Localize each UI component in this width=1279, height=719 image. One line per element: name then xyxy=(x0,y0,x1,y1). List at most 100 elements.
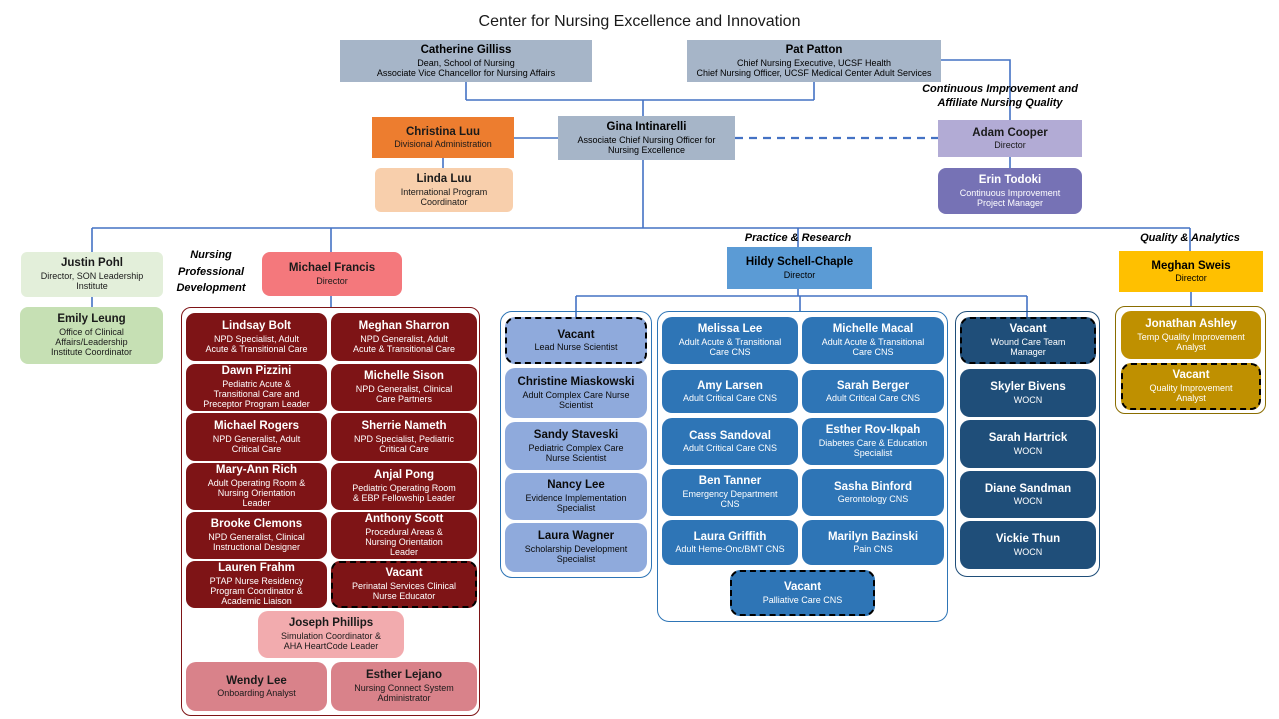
person-role: Adult Critical Care CNS xyxy=(682,443,778,454)
person-role: Office of Clinical Affairs/Leadership In… xyxy=(50,327,133,358)
person-name: Marilyn Bazinski xyxy=(827,530,919,543)
person-role: Director xyxy=(316,275,348,286)
person-role: Perinatal Services Clinical Nurse Educat… xyxy=(351,581,457,602)
person-role: Continuous Improvement Project Manager xyxy=(959,187,1061,208)
person-name: Wendy Lee xyxy=(226,674,287,687)
nurse-scientist-team-container xyxy=(500,311,652,578)
person-role: Dean, School of Nursing Associate Vice C… xyxy=(376,57,556,78)
person-name: Vacant xyxy=(1009,323,1047,336)
person-role: Palliative Care CNS xyxy=(762,594,843,605)
person-name: Vacant xyxy=(557,328,595,341)
person-name: Skyler Bivens xyxy=(990,381,1066,394)
person-role: Gerontology CNS xyxy=(837,494,909,505)
person-name: Vacant xyxy=(385,567,423,580)
person-role: WOCN xyxy=(1013,496,1043,507)
person-role: Director xyxy=(783,269,816,280)
person-role: WOCN xyxy=(1013,445,1043,456)
wocn-team-container xyxy=(955,311,1100,577)
person-name: Ben Tanner xyxy=(698,475,762,488)
person-role: Emergency Department CNS xyxy=(682,489,778,510)
person-role: Onboarding Analyst xyxy=(217,688,296,699)
person-name: Adam Cooper xyxy=(972,126,1048,139)
person-name: Vacant xyxy=(783,581,822,594)
person-name: Hildy Schell-Chaple xyxy=(745,256,854,269)
person-role: Director, SON Leadership Institute xyxy=(40,271,144,292)
person-name: Vacant xyxy=(1172,369,1210,382)
person-name: Meghan Sweis xyxy=(1151,259,1231,272)
person-name: Melissa Lee xyxy=(697,323,763,336)
person-name: Christine Miaskowski xyxy=(517,375,635,388)
label-practice-research: Practice & Research xyxy=(744,232,852,244)
person-name: Laura Wagner xyxy=(537,530,615,543)
person-role: WOCN xyxy=(1013,394,1043,405)
person-role: Adult Critical Care CNS xyxy=(682,393,778,404)
person-name: Mary-Ann Rich xyxy=(215,464,298,477)
npd-team-container xyxy=(181,307,480,716)
person-role: Adult Critical Care CNS xyxy=(825,393,921,404)
person-name: Justin Pohl xyxy=(61,257,123,270)
person-role: NPD Generalist, Adult Critical Care xyxy=(212,433,301,454)
person-name: Anthony Scott xyxy=(364,513,444,526)
person-name: Joseph Phillips xyxy=(288,617,374,630)
person-name: Vickie Thun xyxy=(995,533,1061,546)
person-role: Adult Operating Room & Nursing Orientati… xyxy=(207,478,306,509)
person-name: Pat Patton xyxy=(785,43,843,56)
person-role: Director xyxy=(994,140,1026,151)
person-name: Meghan Sharron xyxy=(358,319,450,332)
person-name: Linda Luu xyxy=(416,172,472,185)
person-name: Christina Luu xyxy=(405,125,481,138)
person-name: Lauren Frahm xyxy=(218,562,295,575)
person-name: Michelle Sison xyxy=(364,370,444,383)
person-role: Adult Complex Care Nurse Scientist xyxy=(522,389,630,410)
person-name: Emily Leung xyxy=(57,313,126,326)
person-name: Amy Larsen xyxy=(697,379,763,392)
person-name: Lindsay Bolt xyxy=(221,319,291,332)
person-role: Pediatric Operating Room & EBP Fellowshi… xyxy=(352,483,456,504)
person-name: Cass Sandoval xyxy=(689,429,771,442)
person-name: Erin Todoki xyxy=(978,173,1042,186)
person-name: Anjal Pong xyxy=(373,469,435,482)
person-role: NPD Generalist, Clinical Care Partners xyxy=(355,384,453,405)
person-role: Adult Acute & Transitional Care CNS xyxy=(678,337,782,358)
person-role: Associate Chief Nursing Officer for Nurs… xyxy=(577,134,716,155)
person-role: Pediatric Acute & Transitional Care and … xyxy=(203,379,310,410)
person-role: Evidence Implementation Specialist xyxy=(525,493,627,514)
label-continuous-improvement: Continuous Improvement and Affiliate Nur… xyxy=(922,83,1078,110)
person-role: NPD Generalist, Clinical Instructional D… xyxy=(208,532,305,553)
person-role: NPD Specialist, Pediatric Critical Care xyxy=(353,433,455,454)
person-name: Gina Intinarelli xyxy=(606,120,687,133)
person-name: Laura Griffith xyxy=(693,530,767,543)
person-role: Simulation Coordinator & AHA HeartCode L… xyxy=(280,631,382,652)
person-name: Brooke Clemons xyxy=(210,518,303,531)
person-name: Michael Francis xyxy=(288,262,376,275)
person-name: Catherine Gilliss xyxy=(420,43,512,56)
